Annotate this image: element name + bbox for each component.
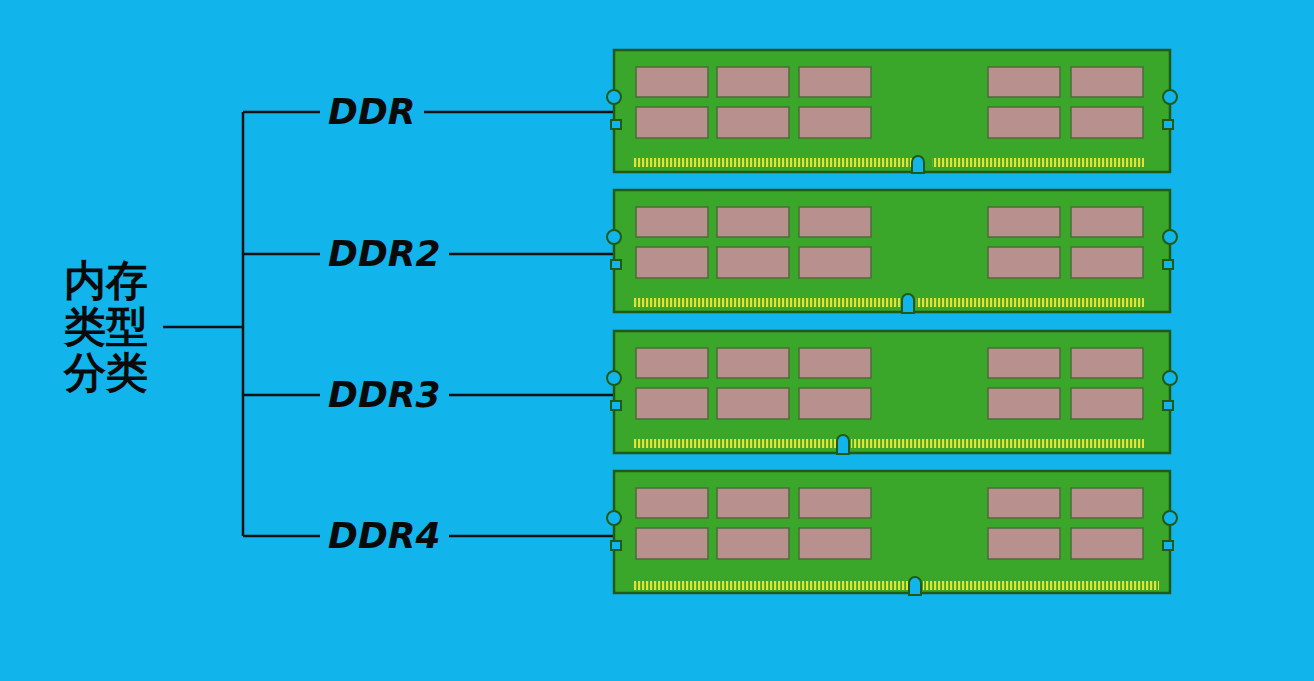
ram-stick <box>607 471 1177 595</box>
ram-stick <box>607 331 1177 454</box>
memory-type-label: DDR2 <box>320 232 449 275</box>
memory-type-label: DDR4 <box>320 514 449 557</box>
ram-stick <box>607 190 1177 313</box>
tree-bracket <box>163 112 615 536</box>
memory-type-label: DDR <box>320 90 424 133</box>
memory-type-label: DDR3 <box>320 373 449 416</box>
category-title: 内存类型分类 <box>64 258 148 397</box>
ram-stick <box>607 50 1177 173</box>
